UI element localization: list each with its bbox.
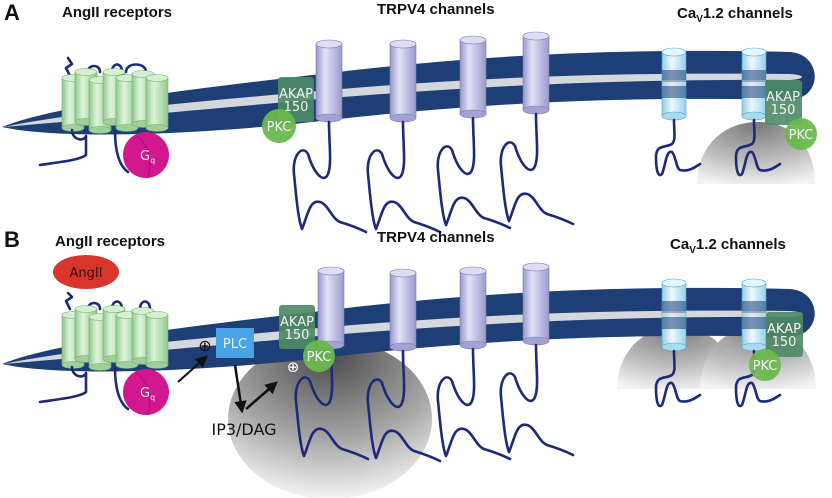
trpv4-channel-a-1 xyxy=(292,39,368,234)
ip3-dag-label: IP3/DAG xyxy=(211,420,276,439)
akap150-label-a-line2: 150 xyxy=(284,100,309,115)
akap150-a xyxy=(278,77,314,122)
akap150-label-b-line2: 150 xyxy=(285,328,310,343)
akap150-cav-label-a-line2: 150 xyxy=(771,103,796,118)
angii-label: AngII xyxy=(69,266,102,281)
arrow-plc-to-ip3dag xyxy=(233,364,247,414)
panel-label-b: B xyxy=(4,227,20,252)
angii-receptor-a: Gq xyxy=(38,56,169,179)
pkc-cav-label-a: PKC xyxy=(789,128,814,143)
angii-receptor-b: Gq xyxy=(38,291,169,416)
panel-a: A AngII receptors TRPV4 channels CaV1.2 … xyxy=(2,0,817,234)
akap150-cav-b xyxy=(766,312,803,357)
gq-label-b: Gq xyxy=(140,386,155,402)
pkc-cav-a xyxy=(785,118,817,150)
signaling-domain-trpv4-b xyxy=(228,339,432,498)
title-cav12-channels-a: CaV1.2 channels xyxy=(677,5,793,25)
title-angii-receptors-a: AngII receptors xyxy=(62,4,172,21)
angii-ligand xyxy=(53,255,119,289)
akap150-cav-a xyxy=(765,80,802,125)
pkc-cav-b xyxy=(749,349,781,381)
pkc-label-b: PKC xyxy=(307,350,332,365)
title-angii-receptors-b: AngII receptors xyxy=(55,233,165,250)
akap150-label-b-line1: AKAP xyxy=(280,315,314,330)
pkc-a xyxy=(262,109,296,143)
plus-sign-1: ⊕ xyxy=(198,336,211,355)
akap150-b xyxy=(279,305,315,349)
gq-protein-a xyxy=(123,132,169,178)
gq-protein-b xyxy=(123,369,169,415)
gq-label-a: Gq xyxy=(140,149,155,165)
akap150-cav-label-b-line2: 150 xyxy=(772,335,797,350)
akap150-cav-label-b-line1: AKAP xyxy=(767,322,801,337)
title-cav12-channels-b: CaV1.2 channels xyxy=(670,236,786,256)
pkc-label-a: PKC xyxy=(267,120,292,135)
plus-sign-2: ⊕ xyxy=(287,358,300,376)
pkc-b xyxy=(303,340,335,372)
arrow-gq-to-plc xyxy=(177,355,208,383)
plc-label: PLC xyxy=(223,337,247,352)
akap150-label-a-line1: AKAP xyxy=(279,87,313,102)
title-trpv4-channels-b: TRPV4 channels xyxy=(377,229,495,246)
panel-label-a: A xyxy=(4,0,20,25)
pkc-cav-label-b: PKC xyxy=(753,359,778,374)
akap150-cav-label-a-line1: AKAP xyxy=(766,90,800,105)
title-trpv4-channels-a: TRPV4 channels xyxy=(377,1,495,18)
panel-b: B AngII receptors TRPV4 channels CaV1.2 … xyxy=(2,227,816,498)
arrow-ip3dag-to-pkc xyxy=(245,381,278,410)
plc-enzyme xyxy=(216,328,254,358)
